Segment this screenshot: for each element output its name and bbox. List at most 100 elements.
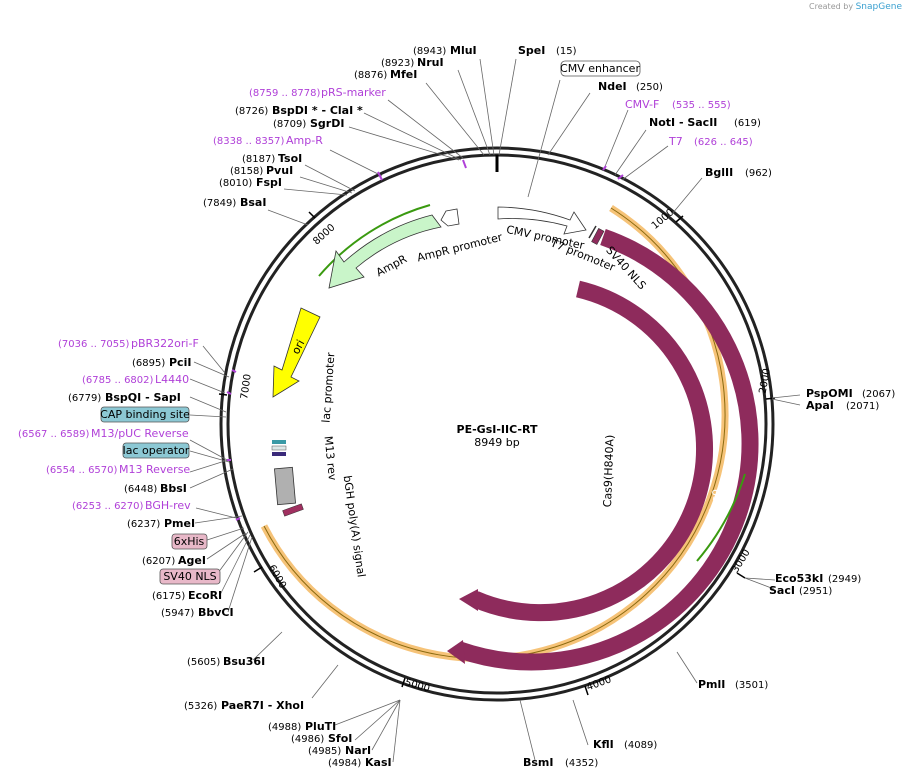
label-6xhis: 6xHis <box>174 535 205 548</box>
enzyme-pmei[interactable]: PmeI <box>164 517 195 530</box>
primer-bgh-rev[interactable]: BGH-rev <box>145 499 191 512</box>
bgh-polya-feature <box>274 466 296 506</box>
enzyme-kfli[interactable]: KflI <box>593 738 614 751</box>
cas9-outer-arrowhead <box>447 640 465 664</box>
pos-ndei: (250) <box>636 82 663 93</box>
enzyme-pluti[interactable]: PluTI <box>305 720 336 733</box>
enzyme-ndei[interactable]: NdeI <box>598 80 627 93</box>
watermark: Created by SnapGene <box>809 2 902 12</box>
pos-apai: (2071) <box>846 401 879 412</box>
plasmid-name: PE-GsI-IIC-RT <box>457 423 538 436</box>
range-t7: (626 .. 645) <box>694 137 753 148</box>
cap-mark <box>271 445 287 451</box>
pos-kfli: (4089) <box>624 740 657 751</box>
pos-nrui: (8923) <box>381 58 414 69</box>
boxed-labels: CMV enhancer CAP binding site lac operat… <box>100 60 641 585</box>
pos-pmei: (6237) <box>127 519 160 530</box>
enzyme-mfei[interactable]: MfeI <box>390 68 417 81</box>
pos-sgrdi: (8709) <box>273 119 306 130</box>
primer-amp-r[interactable]: Amp-R <box>286 134 323 147</box>
box-cmv-enhancer[interactable] <box>560 60 641 77</box>
enzyme-paer7i-xhoi[interactable]: PaeR7I - XhoI <box>221 699 304 712</box>
enzyme-mlui[interactable]: MluI <box>450 44 477 57</box>
enzyme-bspqi-sapi[interactable]: BspQI - SapI <box>105 391 181 404</box>
pos-noti: (619) <box>734 118 761 129</box>
enzyme-apai[interactable]: ApaI <box>806 399 834 412</box>
enzyme-ecori[interactable]: EcoRI <box>188 589 222 602</box>
primer-cmv-f[interactable]: CMV-F <box>625 98 659 111</box>
primer-marks <box>226 159 624 521</box>
cas9-outer-arc <box>457 228 759 671</box>
enzyme-nrui[interactable]: NruI <box>417 56 444 69</box>
enzyme-noti-sacii[interactable]: NotI - SacII <box>649 116 717 129</box>
pos-bsai: (7849) <box>203 198 236 209</box>
enzyme-bsu36i[interactable]: Bsu36I <box>223 655 265 668</box>
plasmid-length: 8949 bp <box>474 436 519 449</box>
primer-green-left <box>318 204 431 277</box>
enzyme-bbvci[interactable]: BbvCI <box>198 606 234 619</box>
label-lac-promoter: lac promoter <box>320 352 338 424</box>
box-6xhis[interactable] <box>171 533 208 550</box>
pos-bsu36i: (5605) <box>187 657 220 668</box>
pos-pcii: (6895) <box>132 358 165 369</box>
enzyme-fspi[interactable]: FspI <box>256 176 282 189</box>
enzyme-bsai[interactable]: BsaI <box>240 196 266 209</box>
primer-prs-marker[interactable]: pRS-marker <box>321 86 386 99</box>
range-m13-reverse: (6554 .. 6570) <box>46 465 118 476</box>
enzyme-pspomi[interactable]: PspOMI <box>806 387 853 400</box>
box-sv40-nls[interactable] <box>159 568 221 585</box>
primer-l4440[interactable]: L4440 <box>155 373 189 386</box>
enzyme-pcii[interactable]: PciI <box>169 356 191 369</box>
pos-pluti: (4988) <box>268 722 301 733</box>
primer-t7[interactable]: T7 <box>668 135 683 148</box>
box-lac-operator[interactable] <box>122 442 190 459</box>
enzyme-bsmi[interactable]: BsmI <box>523 756 554 769</box>
enzyme-eco53ki[interactable]: Eco53kI <box>775 572 823 585</box>
enzyme-pmli[interactable]: PmlI <box>698 678 725 691</box>
backbone-outer <box>219 146 775 702</box>
pos-mfei: (8876) <box>354 70 387 81</box>
label-bgh-polya: bGH poly(A) signal <box>341 475 368 579</box>
range-pbr322ori-f: (7036 .. 7055) <box>58 339 130 350</box>
enzyme-kasi[interactable]: KasI <box>365 756 392 769</box>
pos-kasi: (4984) <box>328 758 361 769</box>
range-m13puc-reverse: (6567 .. 6589) <box>18 429 90 440</box>
enzyme-pvui[interactable]: PvuI <box>266 164 293 177</box>
tick-label-7000: 7000 <box>239 373 253 400</box>
enzyme-sfoi[interactable]: SfoI <box>328 732 352 745</box>
label-cmv-enhancer: CMV enhancer <box>560 62 640 75</box>
enzyme-bspdi-clai[interactable]: BspDI * - ClaI * <box>272 104 363 117</box>
primer-m13-reverse[interactable]: M13 Reverse <box>119 463 190 476</box>
primer-m13puc-reverse[interactable]: M13/pUC Reverse <box>91 427 189 440</box>
pos-pmli: (3501) <box>735 680 768 691</box>
pos-spei: (15) <box>556 46 577 57</box>
pos-agei: (6207) <box>142 556 175 567</box>
label-ampr: AmpR <box>374 252 409 279</box>
tick-label-5000: 5000 <box>404 677 431 694</box>
pos-ecori: (6175) <box>152 591 185 602</box>
enzyme-agei[interactable]: AgeI <box>178 554 206 567</box>
enzyme-saci[interactable]: SacI <box>769 584 795 597</box>
label-sv40-nls-box: SV40 NLS <box>163 570 216 583</box>
enzyme-bbsi[interactable]: BbsI <box>160 482 187 495</box>
enzyme-labels: (8943) MluI SpeI (15) (8923) NruI (8876)… <box>68 44 895 769</box>
pos-pspomi: (2067) <box>862 389 895 400</box>
enzyme-sgrdi[interactable]: SgrDI <box>310 117 344 130</box>
enzyme-bglii[interactable]: BglII <box>705 166 733 179</box>
enzyme-tsoi[interactable]: TsoI <box>278 152 302 165</box>
label-cas9: Cas9 <box>706 488 724 517</box>
tick-label-6000: 6000 <box>266 563 288 591</box>
ampr-feature <box>328 214 442 289</box>
enzyme-spei[interactable]: SpeI <box>518 44 545 57</box>
pos-tsoi: (8187) <box>242 154 275 165</box>
primer-green-right <box>696 473 746 562</box>
enzyme-nari[interactable]: NarI <box>345 744 371 757</box>
t7-promoter-mark <box>588 225 597 239</box>
pos-bglii: (962) <box>745 168 772 179</box>
pos-bsmi: (4352) <box>565 758 598 769</box>
primer-pbr322ori-f[interactable]: pBR322ori-F <box>131 337 199 350</box>
pos-nari: (4985) <box>308 746 341 757</box>
box-cap-binding-site[interactable] <box>100 406 190 423</box>
pos-bbvci: (5947) <box>161 608 194 619</box>
primer-labels: (8759 .. 8778) pRS-marker (8338 .. 8357)… <box>18 86 753 512</box>
